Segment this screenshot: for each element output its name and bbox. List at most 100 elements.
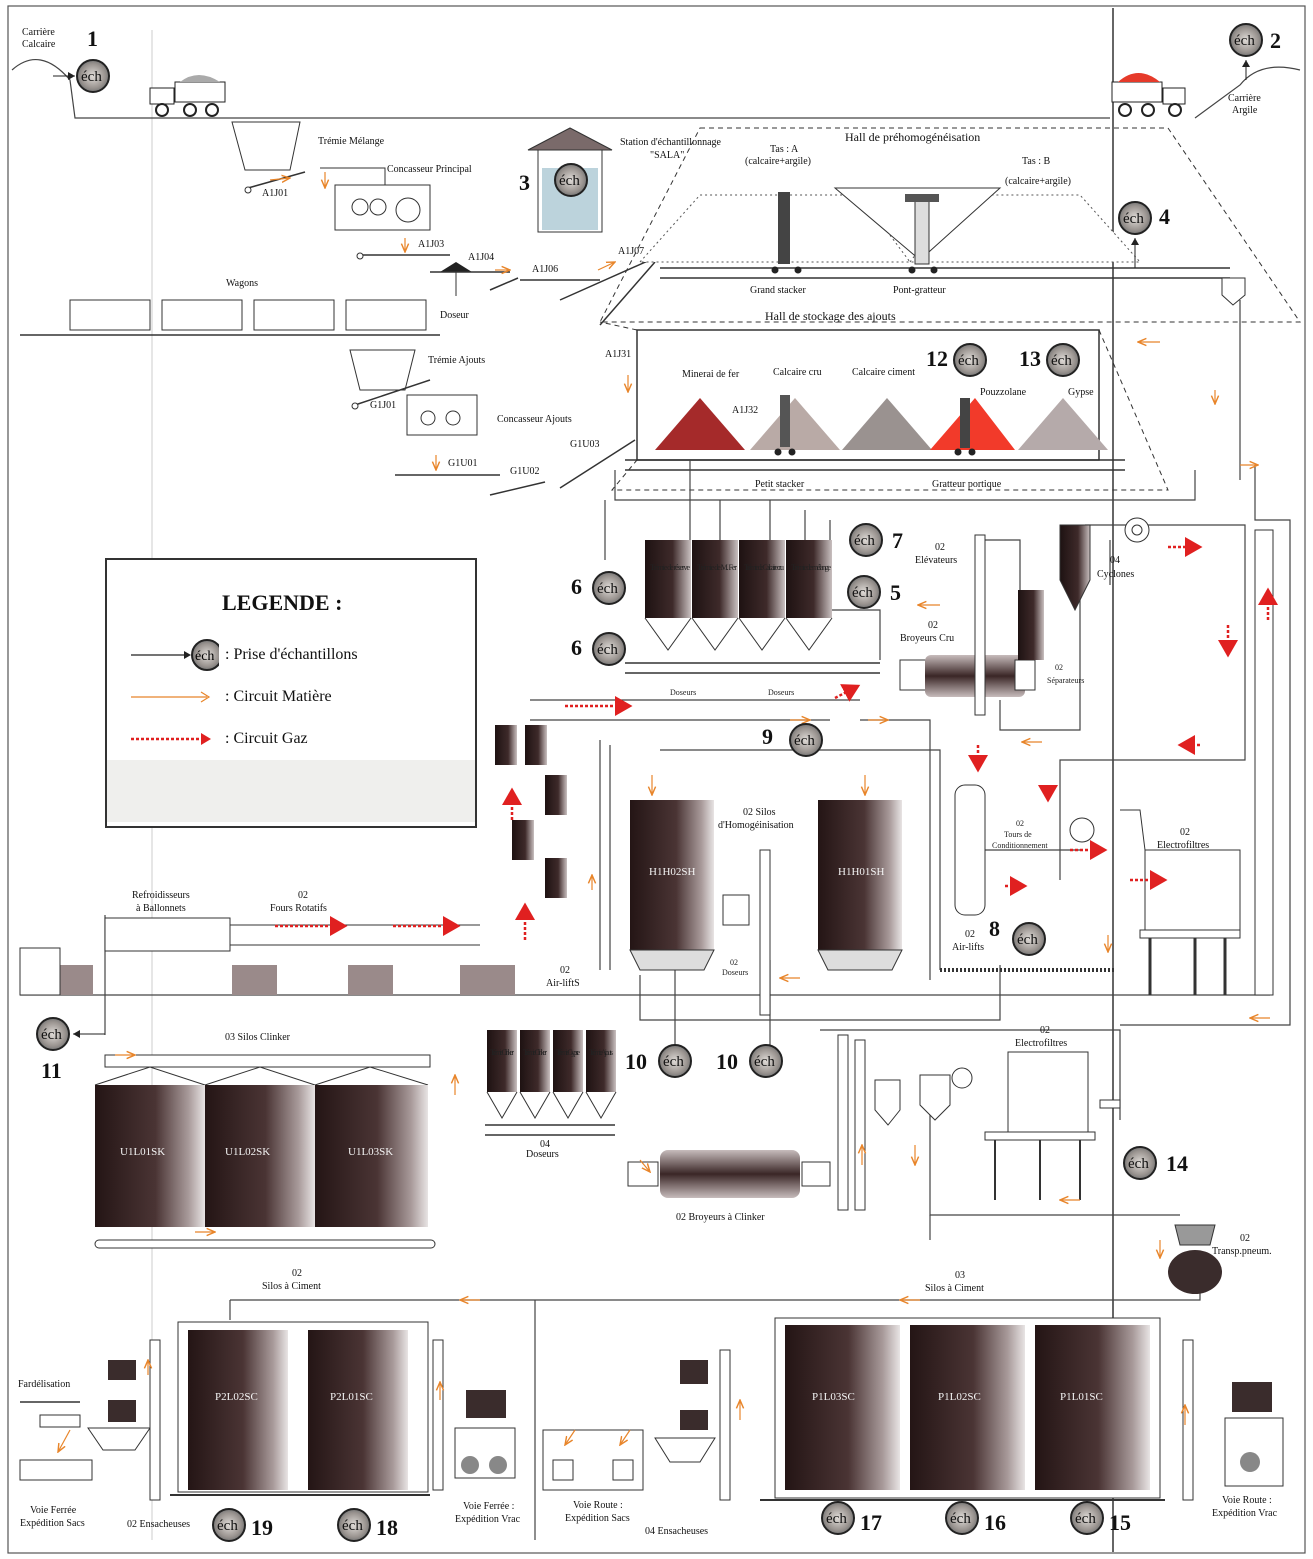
silos-clinker-label: 03 Silos Clinker — [225, 1032, 291, 1043]
sample-point-8[interactable]: éch 8 — [989, 916, 1045, 955]
sample-number: 6 — [571, 574, 582, 599]
legend-row-sample: éch : Prise d'échantillons — [129, 638, 358, 672]
legend-sample-text: : Prise d'échantillons — [225, 646, 358, 664]
wagons: Wagons — [20, 278, 440, 335]
ech-icon-text: éch — [794, 733, 815, 749]
quarry-limestone: Carrière Calcaire — [12, 27, 1110, 118]
sample-number: 14 — [1166, 1151, 1188, 1176]
sample-point-6b[interactable]: éch 6 — [571, 633, 625, 665]
ech-icon-text: éch — [597, 581, 618, 597]
pouzzolane-label: Pouzzolane — [980, 387, 1027, 398]
fardelisation-label: Fardélisation — [18, 1379, 70, 1390]
sample-point-5[interactable]: éch 5 — [848, 576, 901, 608]
ech-icon-text: éch — [1017, 932, 1038, 948]
sample-number: 7 — [892, 528, 903, 553]
refroidisseurs-label-1: Refroidisseurs — [132, 890, 190, 901]
station-label-2: "SALA" — [650, 150, 684, 161]
voie-ferree-vrac-label-1: Voie Ferrée : — [463, 1501, 514, 1512]
gratteur-portique-label: Gratteur portique — [932, 479, 1002, 490]
cyclones-label-2: Cyclones — [1097, 569, 1134, 580]
ech-icon-text: éch — [950, 1511, 971, 1527]
electrofiltres-1: 02 Electrofiltres — [1120, 810, 1240, 995]
truck-icon — [150, 75, 225, 116]
cyclones-label-1: 04 — [1110, 555, 1120, 566]
tas-b-label-2: (calcaire+argile) — [1005, 176, 1071, 187]
carriere-calcaire-label-2: Calcaire — [22, 39, 56, 50]
sample-point-9[interactable]: éch 9 — [762, 724, 822, 756]
silos-ciment-03-label-2: Silos à Ciment — [925, 1283, 984, 1294]
expedition-sacs-ferree: Fardélisation Voie Ferrée Expédition Sac… — [18, 1340, 190, 1530]
ech-icon-text: éch — [1128, 1156, 1149, 1172]
sample-number: 17 — [860, 1510, 882, 1535]
sample-point-18[interactable]: éch 18 — [338, 1509, 398, 1541]
ech-icon-text: éch — [826, 1511, 847, 1527]
a1j03-label: A1J03 — [418, 239, 444, 250]
silos-ciment-03-label-1: 03 — [955, 1270, 965, 1281]
material-arrow-icon — [129, 680, 219, 714]
sample-point-14[interactable]: éch 14 — [1124, 1147, 1188, 1179]
legend-row-material: : Circuit Matière — [129, 680, 332, 714]
sample-number: 4 — [1159, 204, 1170, 229]
doseurs-04-label-2: Doseurs — [526, 1149, 559, 1160]
tremie-bas-label: Trémie Ajouts — [589, 1048, 613, 1057]
sample-number: 6 — [571, 635, 582, 660]
g1u01-label: G1U01 — [448, 458, 477, 469]
sample-number: 10 — [716, 1049, 738, 1074]
h1h02sh-label: H1H02SH — [649, 866, 696, 878]
air-lifts-label-1: 02 — [965, 929, 975, 940]
scan-smudge — [107, 760, 475, 822]
svg-text:éch: éch — [195, 649, 214, 664]
tas-b-label-1: Tas : B — [1022, 156, 1051, 167]
gypse-label: Gypse — [1068, 387, 1094, 398]
sample-point-1[interactable]: éch 1 — [53, 26, 109, 92]
broyeurs-cru-label-1: 02 — [928, 620, 938, 631]
sample-number: 2 — [1270, 28, 1281, 53]
sample-point-10b[interactable]: éch 10 — [716, 1045, 782, 1077]
ech-icon-text: éch — [1051, 353, 1072, 369]
hall-prehomogeneisation: Hall de préhomogénéisation Tas : A (calc… — [600, 128, 1300, 322]
a1j01-label: A1J01 — [262, 188, 288, 199]
ech-icon-text: éch — [1123, 211, 1144, 227]
sample-point-6a[interactable]: éch 6 — [571, 572, 625, 604]
doseurs-label: Doseurs — [670, 688, 696, 697]
sample-point-17[interactable]: éch 17 — [822, 1502, 882, 1535]
air-lifts-label-2: Air-lifts — [952, 942, 984, 953]
ech-icon-text: éch — [597, 642, 618, 658]
legend-title: LEGENDE : — [222, 590, 342, 616]
tremies-dosage: Trémie de réserve Trémie de M. Fer Trémi… — [625, 540, 880, 697]
sample-point-11[interactable]: éch 11 — [37, 1018, 105, 1083]
sample-point-19[interactable]: éch 19 — [213, 1509, 273, 1541]
fours-label-2: Fours Rotatifs — [270, 903, 327, 914]
a1j31-label: A1J31 — [605, 349, 631, 360]
ensacheuses-04-label: 04 Ensacheuses — [645, 1526, 708, 1537]
doseurs-label: Doseurs — [768, 688, 794, 697]
tremie-label: Trémie de réserve — [650, 563, 690, 572]
sample-point-16[interactable]: éch 16 — [946, 1502, 1006, 1535]
ech-icon-text: éch — [217, 1518, 238, 1534]
sample-number: 1 — [87, 26, 98, 51]
sample-number: 15 — [1109, 1510, 1131, 1535]
wagons-label: Wagons — [226, 278, 258, 289]
hall-prehomo-label: Hall de préhomogénéisation — [845, 130, 980, 144]
elevateurs-label-2: Elévateurs — [915, 555, 957, 566]
doseurs-02-label: 02 — [730, 958, 738, 967]
ciment-silo-label: P1L03SC — [812, 1391, 855, 1403]
tremie-melange-label: Trémie Mélange — [318, 136, 385, 147]
tremie-label: Trémie de M. Fer — [697, 563, 737, 572]
sample-number: 16 — [984, 1510, 1006, 1535]
voie-route-sacs-label-2: Expédition Sacs — [565, 1513, 630, 1524]
electrofiltres-2: 02 Electrofiltres — [985, 1025, 1120, 1200]
sample-point-7[interactable]: éch 7 — [850, 524, 903, 556]
carriere-argile-label-1: Carrière — [1228, 93, 1261, 104]
sample-point-15[interactable]: éch 15 — [1071, 1502, 1131, 1535]
tours-label: 02 — [1016, 819, 1024, 828]
silos-clinker: 03 Silos Clinker U1L01SK U1L02SK U1L03SK — [95, 1032, 435, 1248]
doseurs-02-label: Doseurs — [722, 968, 748, 977]
ech-icon-text: éch — [559, 173, 580, 189]
hall-ajouts-label: Hall de stockage des ajouts — [765, 309, 896, 323]
sample-point-10a[interactable]: éch 10 — [625, 1045, 691, 1077]
transp-pneum-label-2: Transp.pneum. — [1212, 1246, 1272, 1257]
station-label-1: Station d'échantillonnage — [620, 137, 722, 148]
legend-gas-text: : Circuit Gaz — [225, 730, 308, 748]
electrofiltres2-label-2: Electrofiltres — [1015, 1038, 1067, 1049]
